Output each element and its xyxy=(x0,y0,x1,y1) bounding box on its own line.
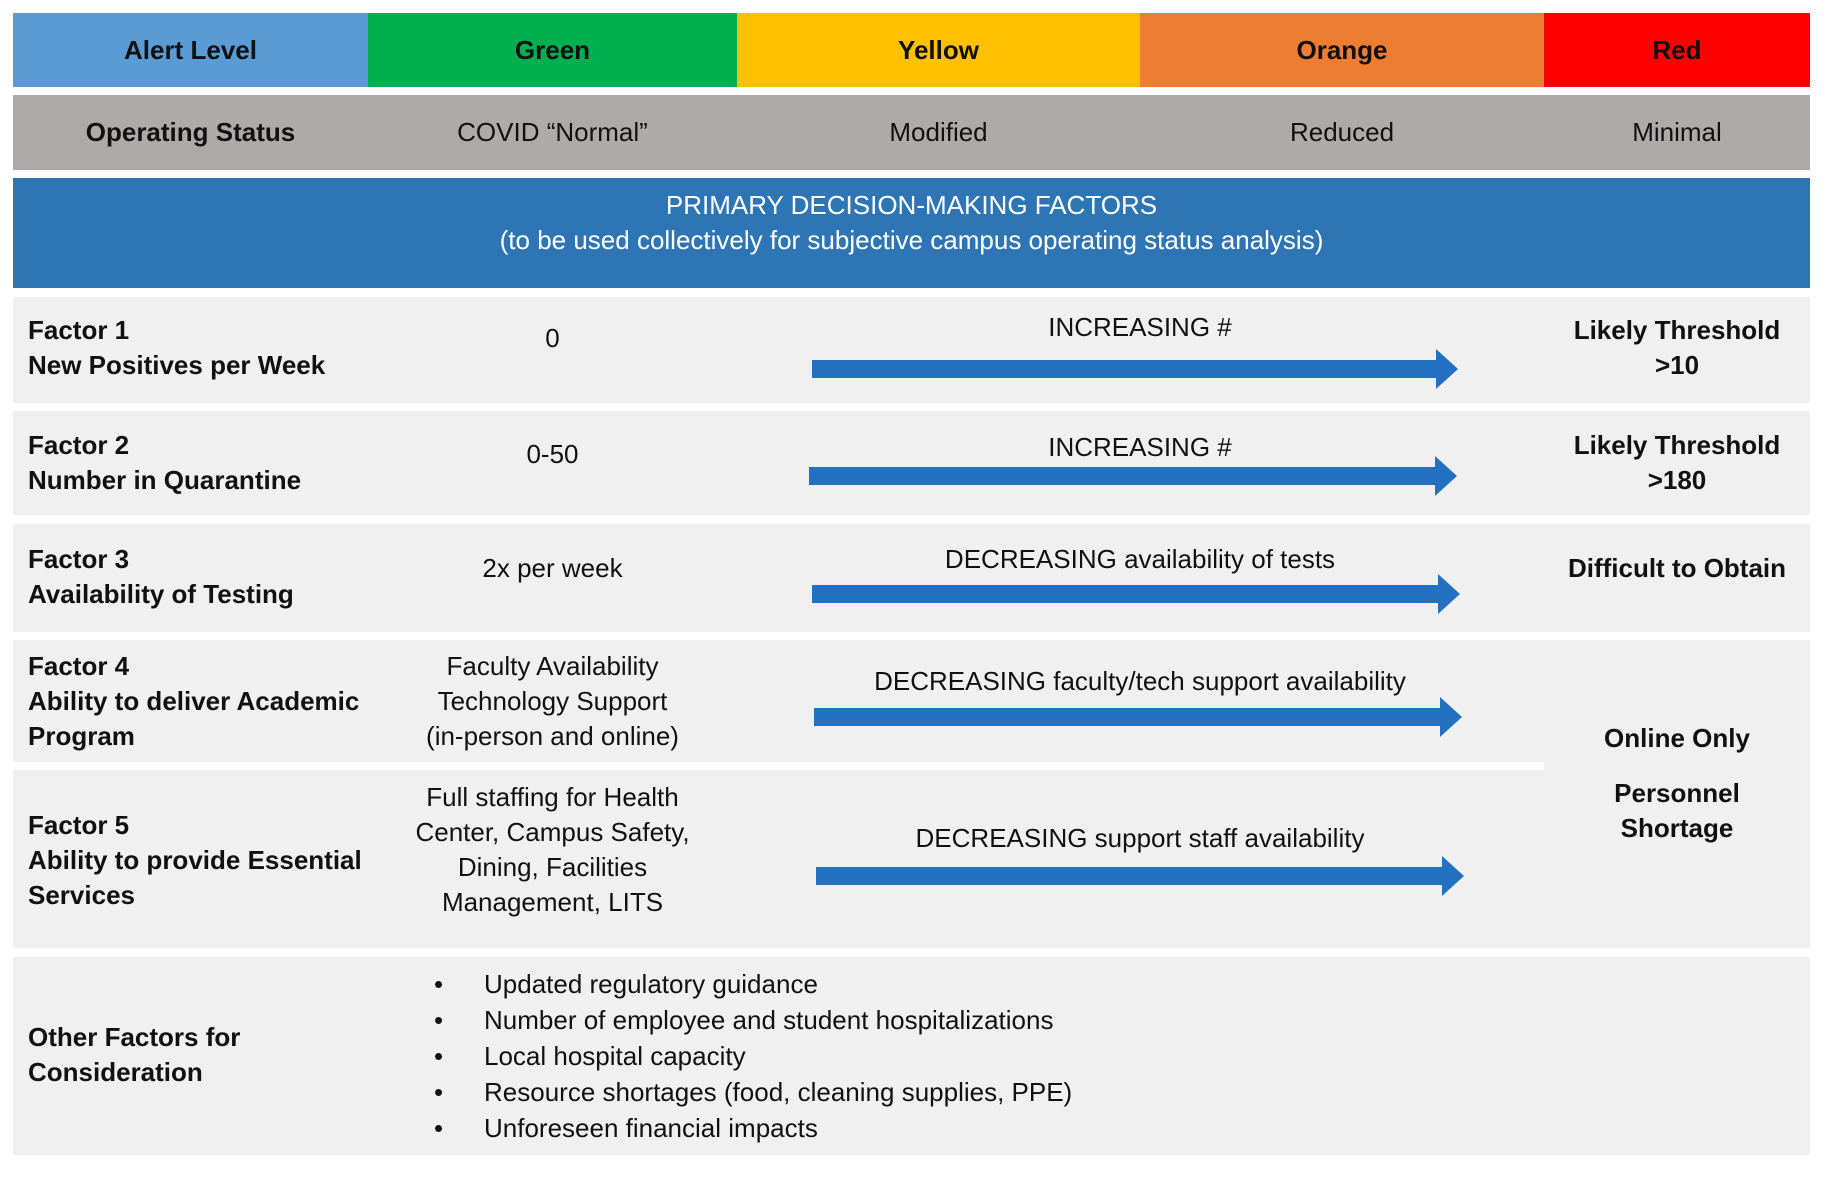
list-item: Resource shortages (food, cleaning suppl… xyxy=(434,1074,1072,1110)
operating-status-label: Operating Status xyxy=(85,117,296,147)
status-reduced: Reduced xyxy=(1289,117,1395,147)
factor-row-2 xyxy=(13,411,1810,515)
factor-3-arrow xyxy=(812,574,1460,614)
factor-1-threshold: Likely Threshold >10 xyxy=(1573,315,1781,380)
factor-row-1 xyxy=(13,297,1810,403)
factor-5-arrow xyxy=(816,856,1464,896)
status-minimal: Minimal xyxy=(1632,117,1722,147)
shared-threshold-cell xyxy=(1544,640,1810,948)
factor-5-label: Factor 5 Ability to provide Essential Se… xyxy=(28,810,362,910)
factor-3-trend: DECREASING availability of tests xyxy=(944,544,1336,574)
alert-level-label: Alert Level xyxy=(13,13,368,87)
operating-status-row xyxy=(13,95,1810,170)
factor-2-threshold: Likely Threshold >180 xyxy=(1573,430,1781,495)
factor-1-label: Factor 1 New Positives per Week xyxy=(28,315,326,380)
factor-3-threshold: Difficult to Obtain xyxy=(1567,552,1787,583)
list-item: Local hospital capacity xyxy=(434,1038,1072,1074)
primary-factors-banner: PRIMARY DECISION-MAKING FACTORS (to be u… xyxy=(13,178,1810,288)
factor-1-trend: INCREASING # xyxy=(1048,312,1232,342)
factor-3-baseline: 2x per week xyxy=(482,552,623,583)
status-modified: Modified xyxy=(889,117,988,147)
factor-5-baseline: Full staffing for Health Center, Campus … xyxy=(415,782,690,917)
factor-3-label: Factor 3 Availability of Testing xyxy=(28,544,294,609)
factor-4-arrow xyxy=(814,697,1462,737)
status-normal: COVID “Normal” xyxy=(457,117,648,147)
factor-row-3 xyxy=(13,524,1810,632)
factor-2-baseline: 0-50 xyxy=(526,438,579,469)
factor-4-trend: DECREASING faculty/tech support availabi… xyxy=(874,666,1406,696)
factor-2-arrow xyxy=(809,456,1457,496)
factor-5-trend: DECREASING support staff availability xyxy=(915,823,1365,853)
factor-1-baseline: 0 xyxy=(545,322,560,353)
factor-4-baseline: Faculty Availability Technology Support … xyxy=(426,651,679,751)
other-factors-label: Other Factors for Consideration xyxy=(28,1022,241,1087)
list-item: Unforeseen financial impacts xyxy=(434,1110,1072,1146)
factor-1-arrow xyxy=(812,349,1458,389)
shared-threshold-personnel: Personnel Shortage xyxy=(1614,778,1740,843)
factor-2-label: Factor 2 Number in Quarantine xyxy=(28,430,302,495)
factor-4-label: Factor 4 Ability to deliver Academic Pro… xyxy=(28,651,360,751)
factor-row-5 xyxy=(13,770,1544,948)
factor-2-trend: INCREASING # xyxy=(1048,432,1232,462)
other-factors-list: Updated regulatory guidance Number of em… xyxy=(434,966,1072,1146)
alert-yellow: Yellow xyxy=(737,13,1140,87)
list-item: Updated regulatory guidance xyxy=(434,966,1072,1002)
banner-title: PRIMARY DECISION-MAKING FACTORS xyxy=(665,190,1158,220)
list-item: Number of employee and student hospitali… xyxy=(434,1002,1072,1038)
shared-threshold-online: Online Only xyxy=(1604,723,1750,753)
alert-green: Green xyxy=(368,13,737,87)
alert-red: Red xyxy=(1544,13,1810,87)
factor-row-4 xyxy=(13,640,1544,762)
alert-orange: Orange xyxy=(1140,13,1544,87)
banner-subtitle: (to be used collectively for subjective … xyxy=(499,225,1324,255)
